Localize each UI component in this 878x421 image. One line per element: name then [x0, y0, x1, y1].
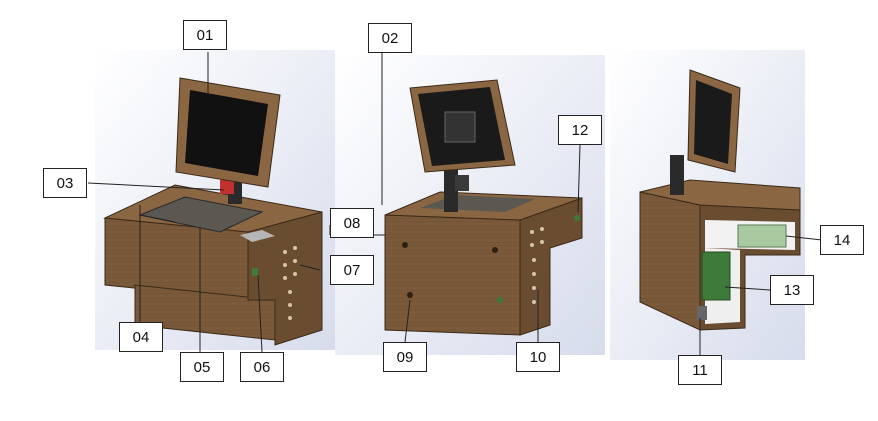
middle-front-holes	[402, 242, 503, 303]
callout-05: 05	[180, 352, 224, 382]
middle-stand-bracket	[455, 175, 469, 191]
callout-08: 08	[330, 208, 374, 238]
left-red-part	[220, 180, 234, 194]
callout-03: 03	[43, 168, 87, 198]
left-kiosk	[103, 77, 323, 346]
right-small-part	[697, 306, 707, 320]
left-green-connector	[252, 268, 258, 276]
left-monitor-screen	[185, 90, 268, 176]
left-side-holes	[283, 246, 297, 320]
middle-kiosk	[384, 79, 583, 336]
callout-12: 12	[558, 115, 602, 145]
right-pale-module	[737, 224, 787, 248]
callout-11: 11	[678, 355, 722, 385]
middle-green-button	[574, 215, 580, 221]
callout-04: 04	[119, 322, 163, 352]
right-monitor-back	[694, 80, 732, 164]
leader-lines	[87, 52, 823, 355]
callout-14: 14	[820, 225, 864, 255]
callout-09: 09	[383, 342, 427, 372]
left-top-panel	[138, 196, 264, 233]
right-green-board	[701, 251, 731, 301]
callout-10: 10	[516, 342, 560, 372]
callout-06: 06	[240, 352, 284, 382]
middle-side-holes	[530, 227, 544, 304]
right-monitor-stand	[670, 155, 684, 195]
callout-01: 01	[183, 20, 227, 50]
callout-07: 07	[330, 255, 374, 285]
left-slot	[240, 230, 275, 242]
callout-02: 02	[368, 23, 412, 53]
middle-body-front	[384, 214, 521, 336]
middle-vesa-mount	[444, 111, 476, 143]
right-kiosk	[639, 69, 801, 331]
callout-13: 13	[770, 275, 814, 305]
